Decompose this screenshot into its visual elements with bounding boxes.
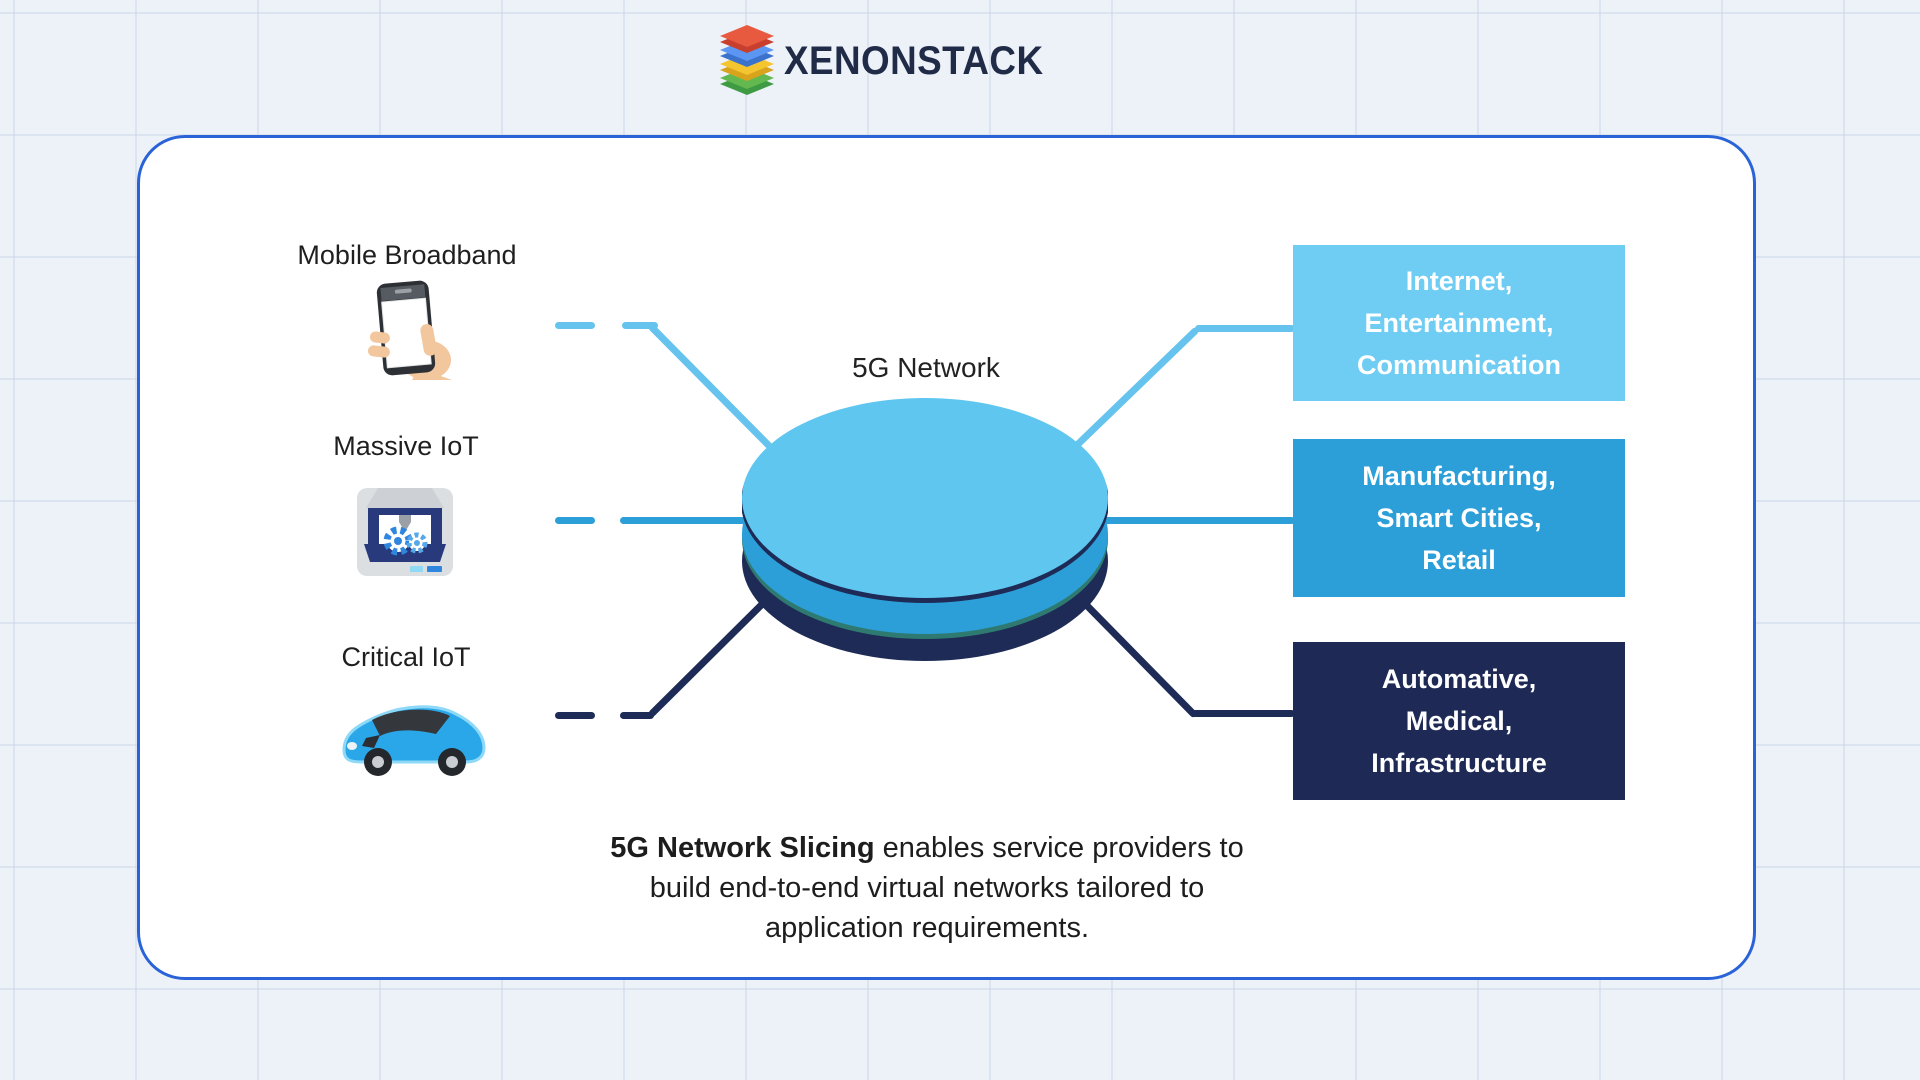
target-box-line: Communication — [1356, 350, 1561, 380]
connector-internet-horizontal — [1195, 325, 1295, 332]
source-label-critical-iot: Critical IoT — [341, 642, 471, 672]
brand-header: XENONSTACK — [720, 24, 1066, 98]
hub-label-5g-network: 5G Network — [852, 352, 1000, 383]
target-box-line: Entertainment, — [1364, 308, 1554, 338]
target-box-automotive: Automative, Medical, Infrastructure — [1293, 642, 1625, 800]
caption-line3: application requirements. — [764, 912, 1089, 944]
caption-bold: 5G Network Slicing — [610, 832, 875, 864]
target-box-line: Infrastructure — [1371, 748, 1547, 778]
caption-lead-rest: enables service providers to — [874, 832, 1244, 864]
3d-printer-icon — [354, 480, 456, 580]
connector-mobile-dash — [555, 322, 595, 329]
network-slices-stack-icon — [741, 398, 1109, 663]
source-label-massive-iot: Massive IoT — [333, 431, 479, 461]
target-box-line: Automative, — [1381, 664, 1537, 694]
target-box-line: Internet, — [1405, 266, 1513, 296]
connector-massive-horizontal — [620, 517, 756, 524]
target-box-line: Retail — [1422, 545, 1496, 575]
target-box-line: Medical, — [1405, 706, 1513, 736]
target-box-line: Manufacturing, — [1362, 461, 1556, 491]
smartphone-in-hand-icon — [360, 276, 452, 380]
target-box-line: Smart Cities, — [1376, 503, 1542, 533]
xenonstack-logo-icon — [720, 24, 774, 98]
connector-critical-dash — [555, 712, 595, 719]
brand-name: XENONSTACK — [784, 38, 1044, 83]
connector-mobile-horizontal — [622, 322, 658, 329]
target-box-internet: Internet, Entertainment, Communication — [1293, 245, 1625, 401]
caption-line2: build end-to-end virtual networks tailor… — [649, 872, 1205, 904]
source-label-mobile-broadband: Mobile Broadband — [297, 240, 517, 270]
connector-automotive-horizontal — [1192, 710, 1295, 717]
connector-manufacturing-horizontal — [1100, 517, 1295, 524]
target-box-manufacturing: Manufacturing, Smart Cities, Retail — [1293, 439, 1625, 597]
caption: 5G Network Slicing enables service provi… — [527, 828, 1327, 948]
connector-critical-horizontal — [620, 712, 654, 719]
connector-massive-dash — [555, 517, 595, 524]
car-icon — [336, 678, 492, 784]
